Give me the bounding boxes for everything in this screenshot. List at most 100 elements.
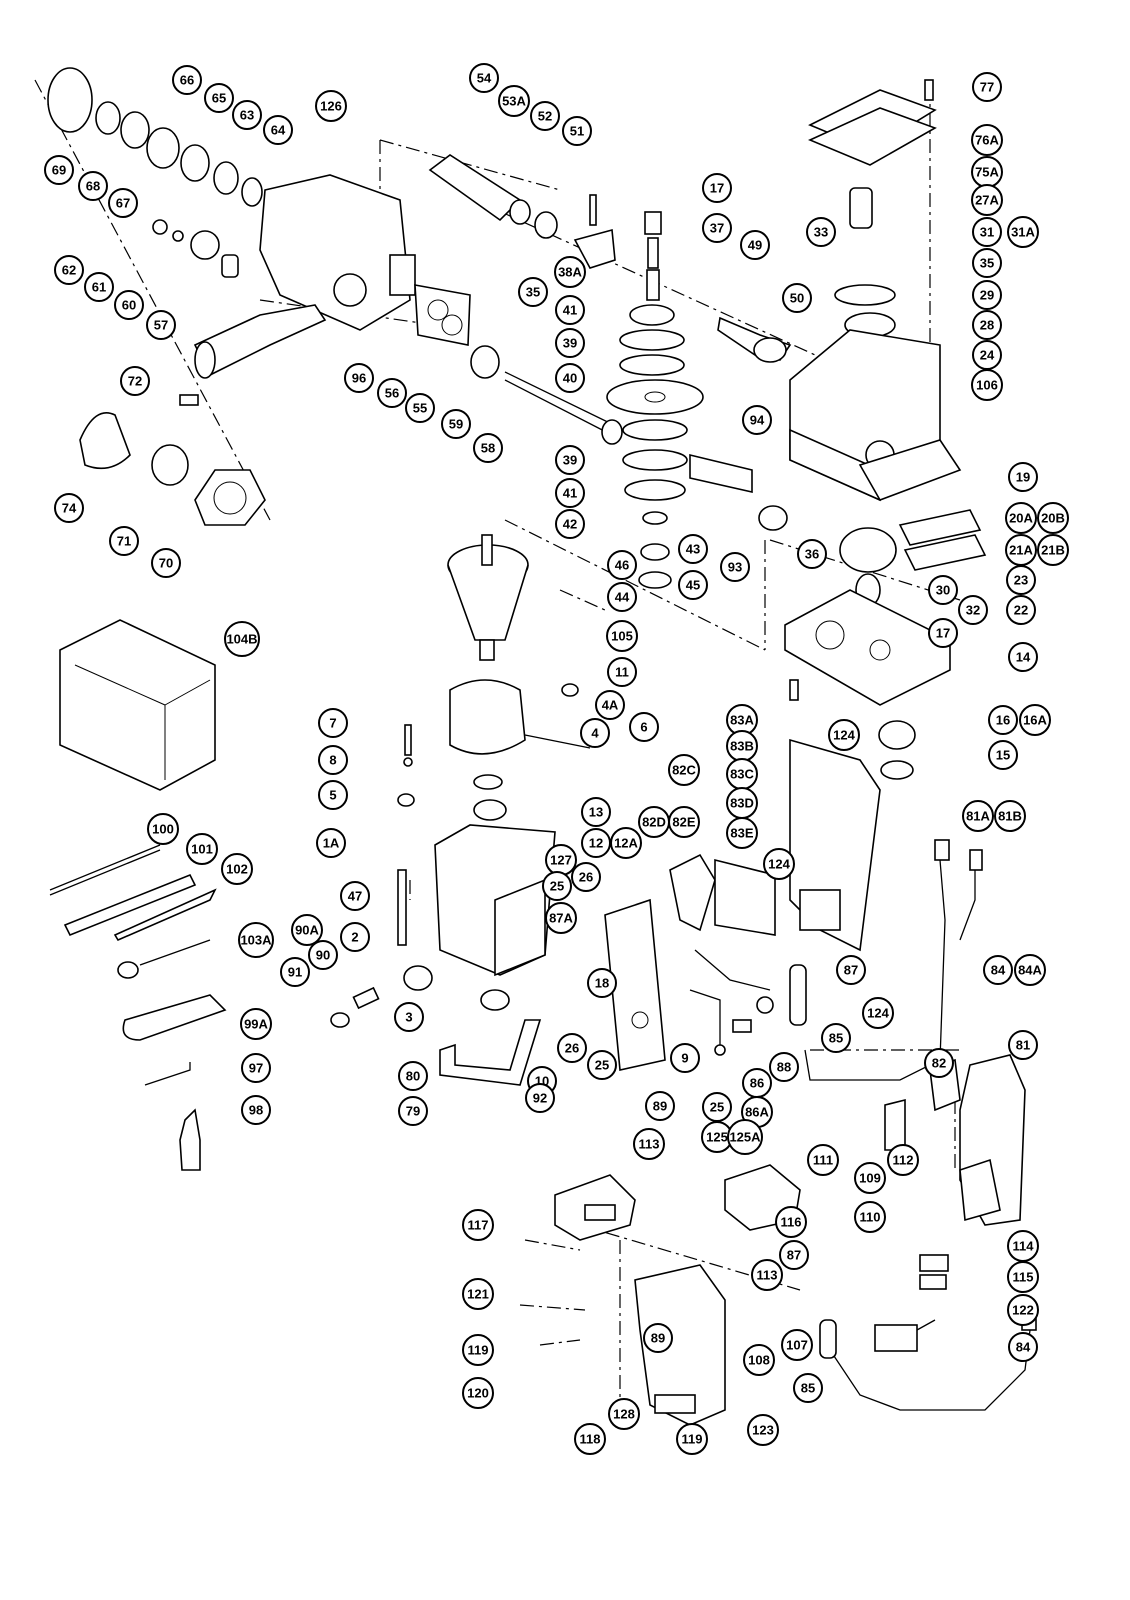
callout-label: 97 (249, 1061, 263, 1076)
callout-bubble (836, 955, 866, 985)
callout-bubble (854, 1201, 886, 1233)
callout-bubble (972, 280, 1002, 310)
callout-label: 83C (730, 767, 754, 782)
callout-104b: 104B (224, 621, 260, 657)
callout-label: 124 (833, 728, 855, 743)
callout-label: 75A (975, 165, 999, 180)
callout-label: 69 (52, 163, 66, 178)
callout-41: 41 (555, 478, 585, 508)
callout-90a: 90A (291, 914, 323, 946)
callout-bubble (678, 570, 708, 600)
stator-part (449, 679, 526, 755)
callout-76a: 76A (971, 124, 1003, 156)
callout-bubble (462, 1209, 494, 1241)
callout-label: 67 (116, 196, 130, 211)
callout-label: 86A (745, 1105, 769, 1120)
callout-bubble (221, 853, 253, 885)
callout-8: 8 (318, 745, 348, 775)
callout-label: 1A (323, 836, 340, 851)
callout-label: 105 (611, 629, 633, 644)
callout-116: 116 (775, 1206, 807, 1238)
callout-label: 87 (787, 1248, 801, 1263)
callout-85: 85 (821, 1023, 851, 1053)
callout-bubble (928, 618, 958, 648)
callout-bubble (1008, 462, 1038, 492)
callout-bubble (740, 230, 770, 260)
callout-53a: 53A (498, 85, 530, 117)
callout-bubble (1014, 954, 1046, 986)
callout-label: 2 (351, 930, 358, 945)
callout-12: 12 (581, 828, 611, 858)
callout-67: 67 (108, 188, 138, 218)
callout-label: 115 (1013, 1270, 1034, 1285)
callout-bubble (988, 705, 1018, 735)
callout-bubble (595, 690, 625, 720)
callout-bubble (972, 310, 1002, 340)
callout-5: 5 (318, 780, 348, 810)
callout-bubble (146, 310, 176, 340)
callout-69: 69 (44, 155, 74, 185)
callout-label: 58 (481, 441, 495, 456)
callout-label: 53A (502, 94, 526, 109)
callout-123: 123 (747, 1414, 779, 1446)
callout-label: 68 (86, 179, 100, 194)
callout-label: 52 (538, 109, 552, 124)
callout-bubble (1007, 1294, 1039, 1326)
callout-84: 84 (1008, 1332, 1038, 1362)
callout-label: 35 (526, 285, 540, 300)
callout-label: 128 (613, 1407, 635, 1422)
callout-label: 25 (550, 879, 564, 894)
callout-label: 87A (549, 911, 573, 926)
callout-label: 85 (801, 1381, 815, 1396)
callout-bubble (608, 1398, 640, 1430)
front-cap-part (47, 67, 93, 133)
callout-label: 22 (1014, 603, 1028, 618)
callout-63: 63 (232, 100, 262, 130)
callout-bubble (462, 1278, 494, 1310)
callout-bubble (316, 828, 346, 858)
callout-75a: 75A (971, 156, 1003, 188)
callout-87: 87 (779, 1240, 809, 1270)
callout-label: 84 (1016, 1340, 1031, 1355)
callout-125a: 125A (727, 1119, 763, 1155)
callout-label: 72 (128, 374, 142, 389)
callout-bubble (518, 277, 548, 307)
callout-92: 92 (525, 1083, 555, 1113)
callout-93: 93 (720, 552, 750, 582)
callout-label: 54 (477, 71, 492, 86)
callout-49: 49 (740, 230, 770, 260)
callout-109: 109 (854, 1162, 886, 1194)
callout-label: 113 (639, 1137, 660, 1152)
callout-label: 12 (589, 836, 603, 851)
callout-31: 31 (972, 217, 1002, 247)
callout-label: 106 (976, 378, 998, 393)
callout-label: 94 (750, 413, 765, 428)
callout-bubble (610, 827, 642, 859)
callout-label: 111 (813, 1153, 833, 1168)
callout-bubble (545, 902, 577, 934)
callout-bubble (291, 914, 323, 946)
callout-bubble (828, 719, 860, 751)
callout-bubble (263, 115, 293, 145)
callout-bubble (555, 445, 585, 475)
callout-label: 81A (966, 809, 990, 824)
callout-15: 15 (988, 740, 1018, 770)
callout-label: 124 (768, 857, 790, 872)
callout-37: 37 (702, 213, 732, 243)
callout-9: 9 (670, 1043, 700, 1073)
callout-bubble (232, 100, 262, 130)
callout-bubble (204, 83, 234, 113)
callout-label: 20B (1041, 511, 1065, 526)
callout-36: 36 (797, 539, 827, 569)
callout-4: 4 (580, 718, 610, 748)
callout-16: 16 (988, 705, 1018, 735)
carrying-case-part (59, 619, 216, 791)
callout-101: 101 (186, 833, 218, 865)
callout-65: 65 (204, 83, 234, 113)
callout-86: 86 (742, 1068, 772, 1098)
callout-bubble (862, 997, 894, 1029)
callout-79: 79 (398, 1096, 428, 1126)
callout-bubble (668, 806, 700, 838)
callout-59: 59 (441, 409, 471, 439)
